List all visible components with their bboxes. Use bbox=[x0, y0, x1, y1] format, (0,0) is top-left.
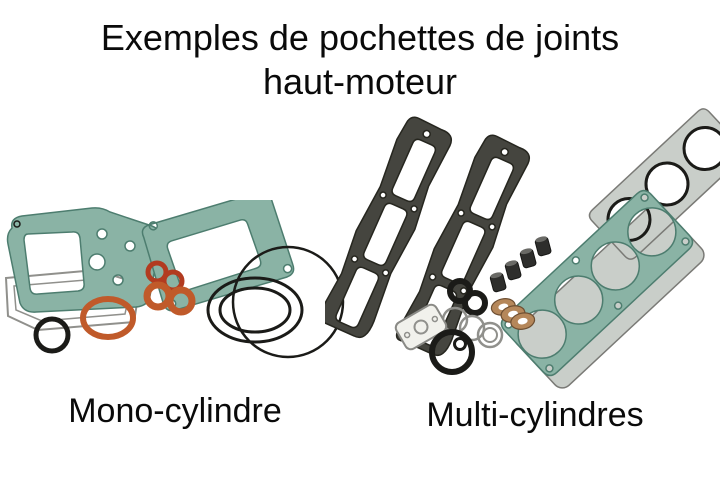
dark-cover-gasket-1 bbox=[325, 116, 453, 339]
copper-ring-gasket bbox=[80, 296, 136, 340]
small-o-rings bbox=[447, 278, 488, 316]
rubber-o-rings bbox=[33, 245, 345, 359]
title-line-1: Exemples de pochettes de joints bbox=[100, 17, 620, 58]
multi-cylinder-gasket-set-image bbox=[325, 108, 720, 389]
mono-cylinder-gasket-set-image bbox=[4, 200, 345, 359]
small-plate-gasket bbox=[394, 303, 448, 351]
label-multi-cylindres: Multi-cylindres bbox=[426, 396, 644, 434]
copper-exhaust-gaskets bbox=[143, 260, 196, 316]
valve-stem-seals bbox=[489, 236, 552, 293]
label-mono-cylindre: Mono-cylindre bbox=[68, 392, 282, 430]
teal-cover-gasket bbox=[6, 207, 162, 313]
copper-washers bbox=[490, 298, 536, 330]
bolt-hole bbox=[13, 220, 21, 228]
thick-seal-ring bbox=[429, 329, 475, 375]
title-line-2: haut-moteur bbox=[262, 61, 458, 102]
page-title: Exemples de pochettes de joints haut-mot… bbox=[0, 16, 720, 104]
teal-head-gasket bbox=[500, 189, 694, 377]
teal-base-gasket bbox=[141, 200, 295, 312]
